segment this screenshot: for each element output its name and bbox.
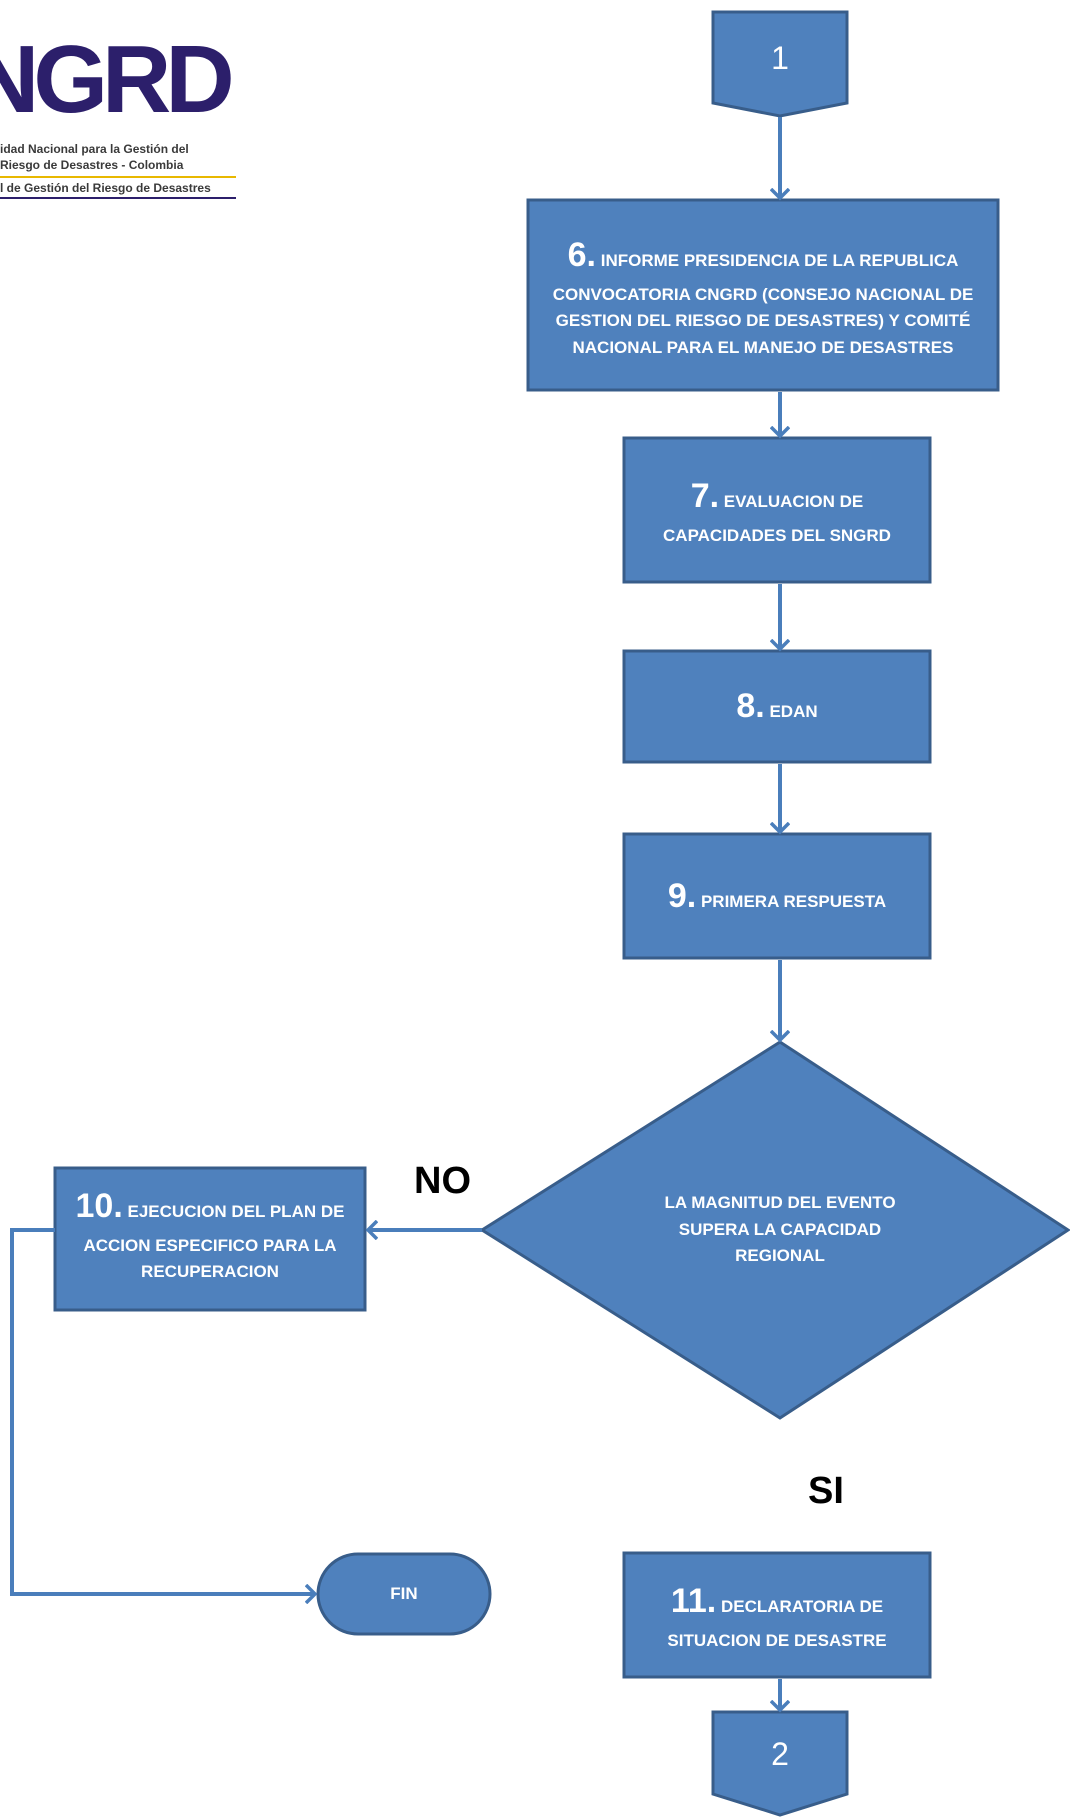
step-11-label: DECLARATORIA DE SITUACION DE DESASTRE (667, 1597, 887, 1651)
step-7-text: 7. EVALUACION DE CAPACIDADES DEL SNGRD (636, 470, 918, 549)
step-10-label: EJECUCION DEL PLAN DE ACCION ESPECIFICO … (83, 1202, 345, 1282)
decision-shape (479, 1040, 1070, 1420)
connector-top-text: 1 (771, 39, 789, 76)
step-11-text: 11. DECLARATORIA DE SITUACION DE DESASTR… (636, 1575, 918, 1654)
end-terminator: FIN (318, 1554, 490, 1634)
end-label: FIN (390, 1583, 418, 1603)
logo-line-2: Riesgo de Desastres - Colombia (0, 158, 184, 172)
offpage-connector-1 (711, 10, 849, 118)
step-6: 6. INFORME PRESIDENCIA DE LA REPUBLICA C… (540, 206, 986, 384)
step-7: 7. EVALUACION DE CAPACIDADES DEL SNGRD (636, 444, 918, 576)
logo-divider (0, 176, 236, 178)
offpage-connector-2-label: 2 (713, 1718, 847, 1790)
decision-text: LA MAGNITUD DEL EVENTO SUPERA LA CAPACID… (664, 1193, 896, 1266)
step-10: 10. EJECUCION DEL PLAN DE ACCION ESPECIF… (64, 1176, 356, 1304)
step-10-shape (53, 1166, 367, 1312)
step-9: 9. PRIMERA RESPUESTA (636, 840, 918, 952)
connector-bottom-text: 2 (771, 1735, 789, 1772)
step-10-text: 10. EJECUCION DEL PLAN DE ACCION ESPECIF… (64, 1176, 356, 1285)
step-10-number: 10. (75, 1187, 123, 1225)
step-6-number: 6. (567, 236, 596, 275)
logo-line-3: l de Gestión del Riesgo de Desastres (0, 181, 211, 195)
step-6-text: 6. INFORME PRESIDENCIA DE LA REPUBLICA C… (540, 229, 986, 361)
step-9-label: PRIMERA RESPUESTA (700, 891, 887, 911)
no-branch-label: NO (414, 1160, 471, 1202)
step-8-text: 8. EDAN (736, 680, 817, 733)
step-6-shape (526, 198, 1000, 392)
yes-branch-label: SI (808, 1470, 844, 1512)
step-9-text: 9. PRIMERA RESPUESTA (668, 870, 886, 923)
step-8-shape (622, 649, 932, 764)
logo-underline (0, 197, 236, 199)
step-7-number: 7. (690, 477, 720, 516)
step-6-label: INFORME PRESIDENCIA DE LA REPUBLICA CONV… (552, 251, 974, 357)
arrow-10-to-end (10, 1228, 315, 1594)
sngrd-logo: NGRD idad Nacional para la Gestión del R… (0, 30, 240, 210)
step-11: 11. DECLARATORIA DE SITUACION DE DESASTR… (636, 1559, 918, 1671)
decision: LA MAGNITUD DEL EVENTO SUPERA LA CAPACID… (640, 1160, 920, 1300)
end-terminator-shape (316, 1552, 492, 1636)
logo-line-1: idad Nacional para la Gestión del (0, 142, 189, 156)
step-8-label: EDAN (769, 702, 818, 722)
step-11-shape (622, 1551, 932, 1679)
step-7-shape (622, 436, 932, 584)
offpage-connector-1-label: 1 (713, 22, 847, 94)
step-8: 8. EDAN (636, 657, 918, 756)
step-9-number: 9. (667, 876, 697, 915)
step-7-label: EVALUACION DE CAPACIDADES DEL SNGRD (663, 492, 891, 546)
step-9-shape (622, 832, 932, 960)
logo-mark: NGRD (0, 30, 235, 133)
step-8-number: 8. (736, 687, 765, 726)
offpage-connector-2 (711, 1710, 849, 1817)
step-11-number: 11. (670, 1582, 717, 1621)
